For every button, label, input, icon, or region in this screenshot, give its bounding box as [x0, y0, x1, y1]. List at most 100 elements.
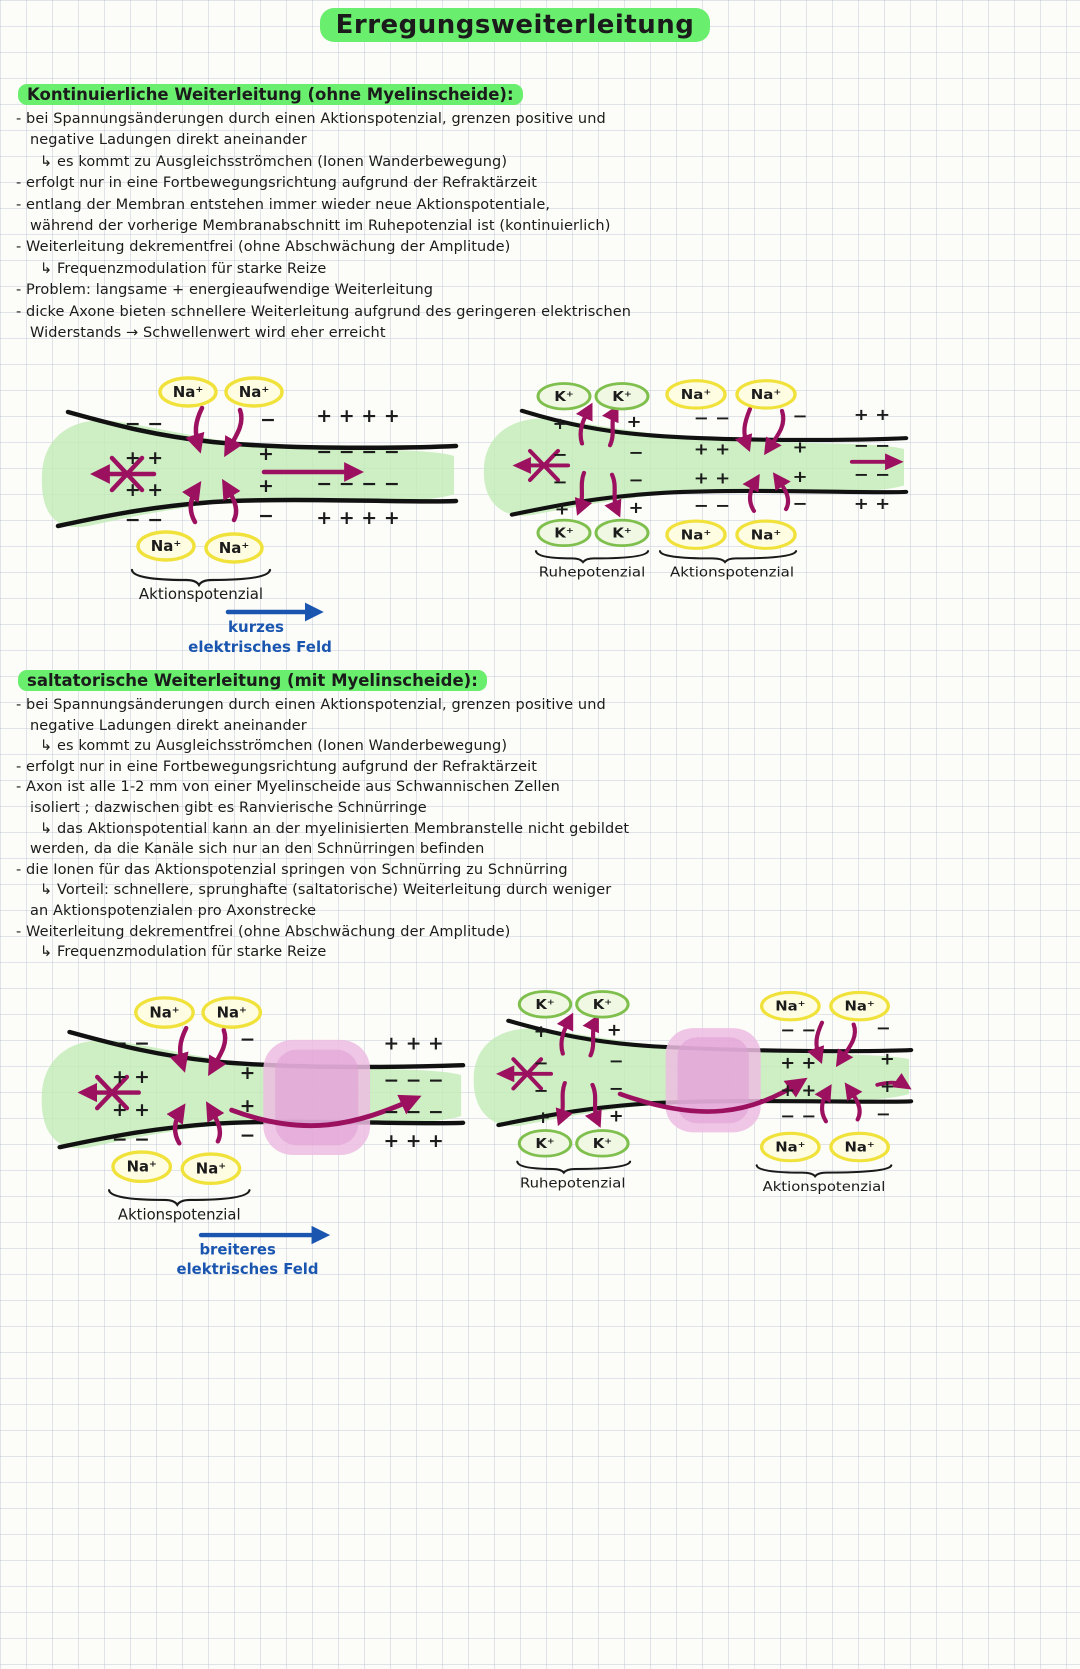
diagram-label: Aktionspotenzial: [139, 585, 263, 603]
charge-rows: + + − − − − + + − − − + + + + + + − − −: [534, 1019, 895, 1128]
ion-label: Na⁺: [681, 528, 712, 543]
ion-label: Na⁺: [751, 528, 782, 543]
ion-label: Na⁺: [751, 388, 782, 403]
charge-row: +: [880, 1050, 895, 1069]
diagram-label: Aktionspotenzial: [118, 1207, 241, 1224]
charge-row: +: [240, 1063, 256, 1084]
charge-row: − − − −: [316, 473, 400, 495]
charge-row: − −: [780, 1021, 816, 1040]
ion-label: Na⁺: [149, 1004, 179, 1021]
note-line: - Axon ist alle 1-2 mm von einer Myelins…: [16, 779, 560, 796]
charge-rows: + + − − − − + + − − − + + + + + − − + + …: [552, 406, 890, 520]
diagram-continuous-rest-svg: K⁺ K⁺ K⁺ K⁺ Na⁺ Na⁺ Na⁺ Na⁺ + + − − −: [483, 379, 909, 580]
diagram-continuous-resting-ap: K⁺ K⁺ K⁺ K⁺ Na⁺ Na⁺ Na⁺ Na⁺ + + − − −: [464, 378, 909, 587]
charge-rows: − − − + + + + + + − − − + + + − − − − − …: [112, 1030, 444, 1152]
charge-row: −: [240, 1030, 256, 1051]
note-line: ↳ es kommt zu Ausgleichsströmchen (Ionen…: [40, 153, 508, 170]
charge-row: −: [240, 1125, 256, 1146]
note-line: ↳ Frequenzmodulation für starke Reize: [40, 944, 327, 961]
diagram-saltatory-action-potential: Na⁺ Na⁺ Na⁺ Na⁺ − − − + + + + + + − − − …: [28, 993, 468, 1282]
note-line: während der vorherige Membranabschnitt i…: [30, 218, 611, 235]
note-line: - entlang der Membran entstehen immer wi…: [16, 196, 551, 213]
charge-row: − −: [112, 1034, 150, 1055]
charge-row: −: [260, 409, 276, 431]
membrane-line: [57, 1119, 466, 1150]
note-line: - Weiterleitung dekrementfrei (ohne Absc…: [16, 923, 511, 940]
charge-row: + +: [694, 440, 730, 459]
ion-flow-arrow: [574, 402, 791, 518]
charge-row: −: [876, 1019, 891, 1038]
charge-row: − −: [125, 413, 163, 435]
diagram-continuous-action-potential: Na⁺ Na⁺ Na⁺ Na⁺ − − − + + + + + + + − − …: [28, 374, 460, 663]
note-line: - bei Spannungsänderungen durch einen Ak…: [16, 111, 606, 127]
charge-row: − −: [854, 437, 890, 456]
charge-row: + + + +: [316, 405, 400, 427]
charge-row: −: [552, 446, 567, 465]
ion-label: Na⁺: [127, 1159, 157, 1176]
charge-row: + +: [125, 447, 163, 469]
blocked-direction-icon: [77, 1074, 141, 1111]
membrane-line: [519, 408, 909, 443]
charge-row: + +: [112, 1100, 150, 1121]
charge-row: +: [880, 1078, 895, 1097]
field-caption: kurzes: [228, 618, 284, 636]
note-line: - dicke Axone bieten schnellere Weiterle…: [16, 303, 632, 320]
charge-row: + +: [112, 1067, 150, 1088]
note-line: - erfolgt nur in eine Fortbewegungsricht…: [16, 175, 537, 192]
note-line: isoliert ; dazwischen gibt es Ranvierisc…: [30, 799, 427, 816]
ion-flow-arrow: [166, 1025, 228, 1146]
ion-label: Na⁺: [775, 1140, 805, 1155]
sodium-ion: Na⁺ Na⁺ Na⁺ Na⁺: [136, 376, 284, 564]
charge-row: +: [536, 1109, 551, 1128]
charge-row: + + +: [383, 1034, 443, 1055]
charge-row: +: [607, 1021, 622, 1040]
charge-row: −: [258, 505, 274, 527]
charge-row: −: [534, 1054, 549, 1073]
myelin-sheath: [665, 1028, 761, 1133]
potassium-ion: K⁺ K⁺ K⁺ K⁺: [536, 382, 650, 548]
page-title: Erregungsweiterleitung: [319, 8, 711, 42]
charge-row: − −: [694, 409, 730, 428]
ion-label: K⁺: [612, 526, 632, 541]
field-caption: elektrisches Feld: [177, 1261, 319, 1278]
charge-row: − − −: [383, 1071, 443, 1092]
charge-row: − − −: [383, 1102, 443, 1123]
note-line: ↳ Frequenzmodulation für starke Reize: [40, 260, 327, 277]
ion-label: Na⁺: [173, 383, 204, 401]
note-line: Widerstands → Schwellenwert wird eher er…: [30, 325, 386, 342]
note-line: - bei Spannungsänderungen durch einen Ak…: [16, 697, 606, 713]
note-line: negative Ladungen direkt aneinander: [30, 132, 307, 149]
charge-row: −: [609, 1052, 624, 1071]
ion-label: K⁺: [593, 997, 612, 1012]
charge-row: − −: [854, 466, 890, 485]
charge-row: −: [628, 444, 643, 463]
note-line: - erfolgt nur in eine Fortbewegungsricht…: [16, 758, 537, 775]
blocked-direction-icon: [512, 448, 571, 482]
membrane-line: [55, 497, 459, 529]
note-line: - die Ionen für das Aktionspotenzial spr…: [16, 861, 568, 878]
note-line: werden, da die Kanäle sich nur an den Sc…: [30, 841, 485, 858]
brace: [658, 550, 798, 564]
ion-label: Na⁺: [681, 388, 712, 403]
field-caption: elektrisches Feld: [188, 638, 332, 656]
brace: [107, 1189, 251, 1207]
ion-label: K⁺: [612, 389, 632, 404]
brace: [534, 550, 650, 564]
ion-label: Na⁺: [844, 999, 874, 1014]
ion-label: Na⁺: [196, 1161, 226, 1178]
ion-label: Na⁺: [239, 383, 270, 401]
charge-row: − −: [125, 509, 163, 531]
charge-rows: − − − + + + + + + + − − − − + + + − − − …: [125, 405, 400, 531]
charge-row: − −: [694, 497, 730, 516]
charge-row: −: [876, 1105, 891, 1124]
ion-label: Na⁺: [775, 999, 805, 1014]
potassium-ion: K⁺ K⁺ K⁺ K⁺: [517, 990, 630, 1158]
brace: [516, 1160, 632, 1175]
saltatory-jump-arrow-icon: [617, 1077, 808, 1114]
charge-row: +: [792, 468, 807, 487]
brace: [130, 568, 272, 588]
charge-row: − −: [112, 1129, 150, 1150]
charge-row: +: [792, 438, 807, 457]
diagram-label: Ruhepotenzial: [539, 565, 646, 580]
